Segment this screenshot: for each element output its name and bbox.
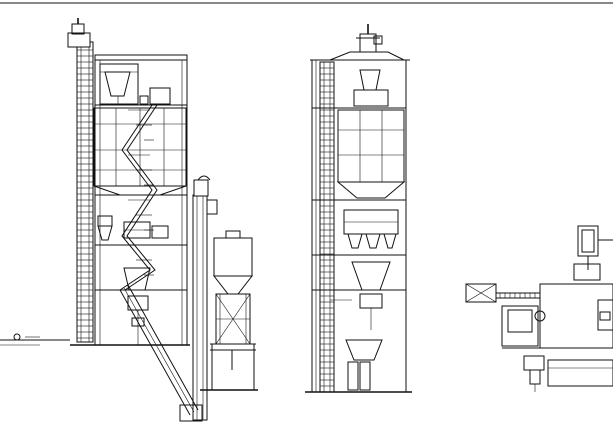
left-lower-hopper [123,267,151,345]
left-top-hoppers [99,63,171,105]
left-main-silo [93,107,187,196]
center-bucket-elevator [319,61,335,393]
left-inclined-conveyor [119,284,203,422]
center-mixer-stage [343,209,399,249]
left-bucket-elevator [67,18,94,343]
middle-small-silo [192,175,258,421]
center-lower-hopper [330,261,391,391]
right-control-cabinet [573,225,613,281]
left-tower [0,18,203,422]
center-main-frame [305,59,412,393]
left-base [0,333,190,346]
right-feed-hopper [465,283,540,303]
right-packing-line [465,225,613,392]
right-discharge-conveyor [523,355,613,392]
right-packer-body [501,283,613,349]
center-tower [305,24,412,393]
center-roof [329,24,405,107]
left-diagonal-stairs [119,104,158,291]
center-main-silo [336,109,406,199]
